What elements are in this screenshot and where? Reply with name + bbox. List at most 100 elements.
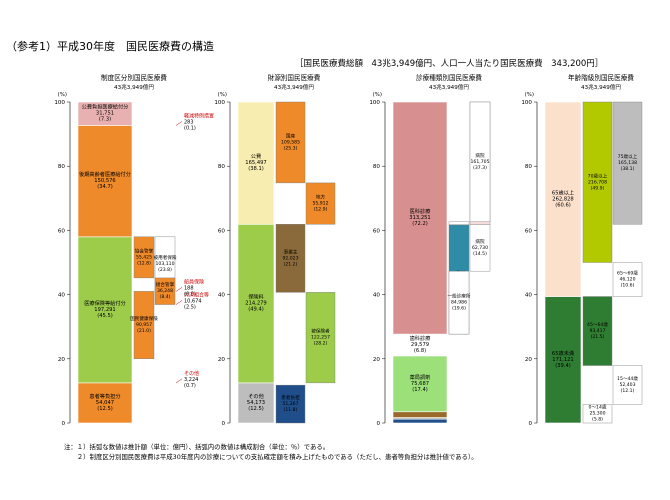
sub-segment bbox=[612, 365, 643, 405]
sub-segment-label: 組合管掌 bbox=[156, 281, 175, 288]
sub-segment-pct: (37.3) bbox=[473, 165, 487, 171]
y-tick-label: 20 bbox=[218, 357, 226, 363]
sub-segment bbox=[612, 262, 643, 297]
sub-segment bbox=[612, 101, 643, 225]
y-tick-label: 40 bbox=[373, 293, 381, 299]
sub-segment-pct: (25.3) bbox=[284, 145, 298, 151]
sub-segment-pct: (21.5) bbox=[591, 334, 605, 340]
segment-pct: (39.4) bbox=[555, 363, 571, 369]
segment-label: 患者等負担分 bbox=[89, 392, 120, 400]
annotation-leader bbox=[175, 121, 183, 126]
sub-segment bbox=[469, 224, 491, 272]
bar-segment bbox=[237, 101, 275, 225]
bar-segment bbox=[237, 382, 275, 424]
y-axis-unit: (%) bbox=[218, 92, 227, 98]
annotation-label: 軽減特例措置 bbox=[184, 112, 214, 119]
y-tick-label: 80 bbox=[218, 164, 226, 170]
y-axis-unit: (%) bbox=[525, 92, 534, 98]
sub-segment-value: 84,986 bbox=[451, 300, 467, 306]
sub-segment-label: 国庫 bbox=[286, 132, 296, 139]
segment-value: 29,579 bbox=[411, 342, 429, 348]
bar-segment bbox=[237, 224, 275, 384]
sub-segment bbox=[133, 236, 155, 279]
sub-segment bbox=[448, 221, 470, 225]
sub-segment-label: 事業主 bbox=[284, 248, 298, 255]
note-2: ２）制度区分別国民医療費は平成30年度内の診療についての支払確定額を積み上げたも… bbox=[64, 453, 478, 461]
sub-segment-pct: (38.1) bbox=[621, 166, 635, 172]
segment-label: 65歳未満 bbox=[552, 349, 574, 357]
annotation-pct: (0.7) bbox=[184, 383, 196, 389]
sub-segment-pct: (10.6) bbox=[621, 283, 635, 289]
segment-value: 214,279 bbox=[245, 301, 266, 307]
y-tick-label: 100 bbox=[369, 100, 380, 106]
sub-segment-pct: (23.8) bbox=[158, 267, 172, 273]
segment-value: 150,576 bbox=[94, 178, 115, 184]
sub-segment-pct: (8.4) bbox=[160, 294, 171, 300]
sub-segment-value: 93,417 bbox=[589, 328, 605, 334]
sub-segment-pct: (28.2) bbox=[314, 341, 328, 347]
sub-segment-pct: (14.5) bbox=[473, 251, 487, 257]
sub-segment bbox=[448, 270, 470, 335]
segment-label: 公費負担医療給付分 bbox=[82, 103, 129, 111]
sub-segment-value: 55,912 bbox=[312, 201, 328, 207]
sub-segment-pct: (12.8) bbox=[137, 260, 151, 266]
sub-segment-value: 109,585 bbox=[281, 139, 300, 145]
sub-segment-pct: (11.8) bbox=[284, 407, 298, 413]
sub-segment-value: 51,267 bbox=[282, 401, 298, 407]
segment-pct: (34.7) bbox=[97, 184, 113, 190]
sub-segment-label: 協会管掌 bbox=[135, 247, 154, 254]
sub-segment-value: 90,957 bbox=[136, 322, 152, 328]
y-axis-unit: (%) bbox=[373, 92, 382, 98]
y-tick-label: 0 bbox=[221, 421, 225, 427]
sub-segment-value: 46,120 bbox=[619, 277, 635, 283]
sub-segment-label: 病院 bbox=[475, 238, 485, 245]
sub-segment-label: 一般診療所 bbox=[448, 293, 471, 300]
bar-segment bbox=[392, 101, 448, 335]
y-tick-label: 40 bbox=[58, 293, 66, 299]
annotation-pct: (2.5) bbox=[184, 305, 196, 311]
annotation-label: その他 bbox=[184, 370, 199, 377]
y-tick-label: 80 bbox=[373, 164, 381, 170]
annotation-pct: (0.0) bbox=[184, 291, 196, 297]
sub-segment-value: 165,138 bbox=[618, 160, 637, 166]
sub-segment-value: 36,248 bbox=[157, 288, 173, 294]
y-tick-label: 20 bbox=[525, 357, 533, 363]
chart-title: 財源別国民医療費 bbox=[268, 73, 321, 82]
sub-segment-label: 被保険者 bbox=[311, 328, 330, 335]
sub-segment-label: 45〜64歳 bbox=[587, 321, 608, 328]
sub-segment-value: 92,023 bbox=[282, 255, 298, 261]
annotation-pct: (0.1) bbox=[184, 125, 196, 131]
segment-value: 313,251 bbox=[409, 215, 430, 221]
sub-segment-pct: (19.6) bbox=[452, 306, 466, 312]
summary-line: ［国民医療費総額 43兆3,949億円、人口一人当たり国民医療費 343,200… bbox=[295, 59, 604, 69]
sub-segment-value: 25,300 bbox=[589, 411, 605, 417]
sub-segment-value: 52,403 bbox=[619, 382, 635, 388]
segment-pct: (72.2) bbox=[412, 221, 428, 227]
bar-segment bbox=[392, 418, 448, 424]
segment-label: 歯科診療 bbox=[410, 334, 432, 342]
sub-segment bbox=[305, 182, 336, 225]
sub-segment-pct: (5.8) bbox=[592, 417, 603, 423]
chart-title: 診療種類別国民医療費 bbox=[416, 73, 482, 82]
annotation-leader bbox=[175, 300, 183, 305]
bar-segment bbox=[544, 296, 582, 424]
chart-subtitle: 43兆3,949億円 bbox=[114, 83, 154, 91]
sub-segment-label: 75歳以上 bbox=[618, 153, 638, 160]
sub-segment bbox=[582, 101, 613, 263]
annotation-leader bbox=[175, 287, 183, 292]
bar-segment bbox=[77, 382, 133, 424]
segment-value: 75,687 bbox=[411, 381, 429, 387]
sub-segment-pct: (21.2) bbox=[284, 261, 298, 267]
bar-segment bbox=[544, 101, 582, 297]
y-tick-label: 20 bbox=[58, 357, 66, 363]
y-tick-label: 40 bbox=[218, 293, 226, 299]
segment-pct: (12.5) bbox=[97, 406, 113, 412]
y-axis-unit: (%) bbox=[58, 92, 67, 98]
sub-segment-pct: (12.1) bbox=[621, 388, 635, 394]
y-tick-label: 80 bbox=[525, 164, 533, 170]
annotation-leader bbox=[175, 378, 183, 384]
sub-segment bbox=[133, 291, 155, 360]
segment-label: 薬局調剤 bbox=[410, 373, 431, 381]
sub-segment-label: 0〜14歳 bbox=[589, 404, 607, 411]
